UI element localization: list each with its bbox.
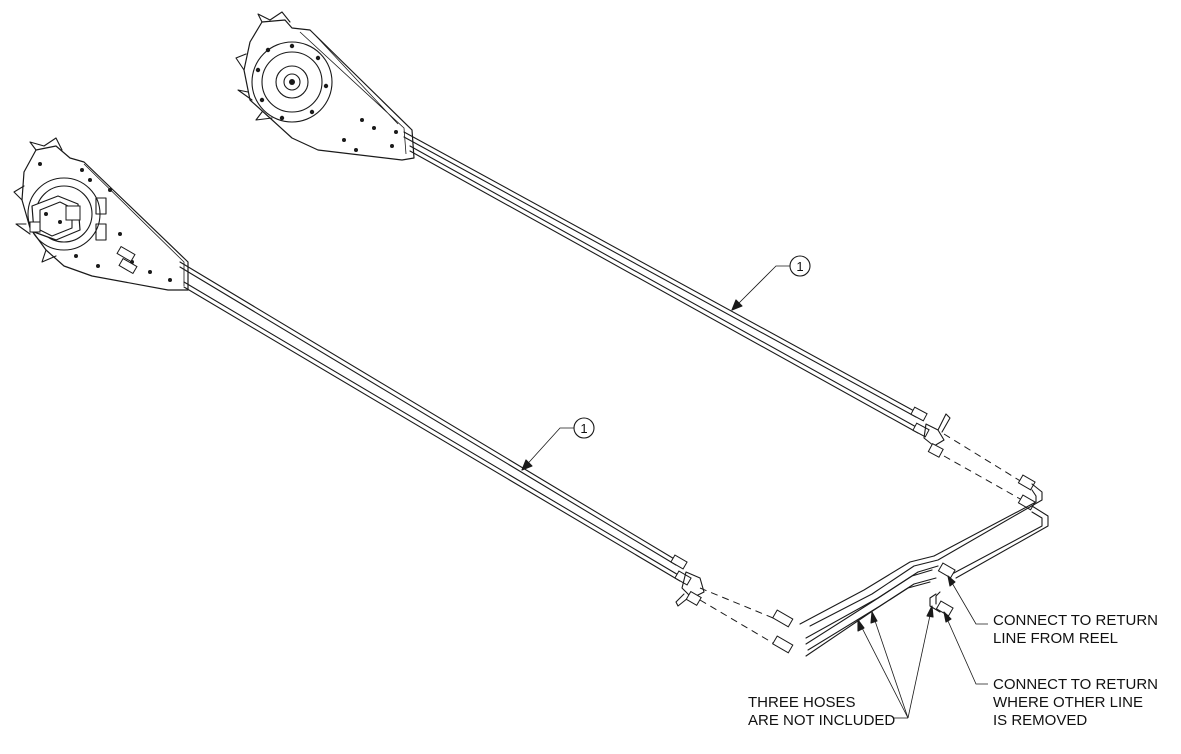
upper-reel-arm-plate bbox=[235, 11, 415, 161]
note-three-hoses-line2: ARE NOT INCLUDED bbox=[748, 712, 895, 729]
callout-lower-hose-number: 1 bbox=[580, 421, 587, 436]
note-three-hoses: THREE HOSES ARE NOT INCLUDED bbox=[748, 694, 895, 729]
callout-lower-hose: 1 bbox=[521, 417, 595, 471]
note-connect-return-other-line: CONNECT TO RETURN WHERE OTHER LINE IS RE… bbox=[993, 676, 1158, 729]
note-connect-return-from-reel: CONNECT TO RETURN LINE FROM REEL bbox=[993, 612, 1158, 647]
callout-upper-hose-number: 1 bbox=[796, 259, 803, 274]
dashed-connection-lines bbox=[699, 433, 1023, 647]
callout-upper-hose: 1 bbox=[731, 255, 811, 311]
note-leaders bbox=[857, 575, 988, 719]
note-connect-return-other-line1: CONNECT TO RETURN bbox=[993, 676, 1158, 693]
upper-hose-pair bbox=[403, 131, 951, 458]
note-three-hoses-line1: THREE HOSES bbox=[748, 694, 856, 711]
note-connect-return-other-line3: IS REMOVED bbox=[993, 712, 1087, 729]
note-connect-return-from-reel-line2: LINE FROM REEL bbox=[993, 630, 1118, 647]
lower-hose-pair bbox=[116, 245, 705, 607]
note-connect-return-other-line2: WHERE OTHER LINE bbox=[993, 694, 1143, 711]
note-connect-return-from-reel-line1: CONNECT TO RETURN bbox=[993, 612, 1158, 629]
return-tube-assembly bbox=[772, 474, 1049, 657]
lower-reel-arm-plate bbox=[13, 137, 189, 291]
